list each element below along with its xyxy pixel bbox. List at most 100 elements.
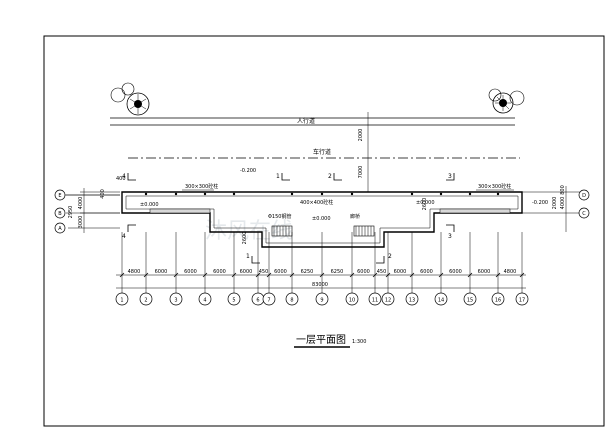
bottom-dim-1: 4800 xyxy=(128,269,141,275)
axis-bubble-3: 3 xyxy=(169,292,183,306)
right-dim-800: 800 xyxy=(560,185,566,195)
svg-text:16: 16 xyxy=(495,298,501,304)
bottom-dim-12: 6000 xyxy=(394,269,407,275)
svg-text:15: 15 xyxy=(467,298,473,304)
axis-letter-D: D xyxy=(582,193,586,199)
elevation-mid: ±0.000 xyxy=(312,216,331,222)
column-note-right: 300×300砼柱 xyxy=(478,183,511,190)
svg-text:1: 1 xyxy=(120,298,123,304)
bottom-dim-6: 450 xyxy=(259,269,269,275)
section-mark-4-bottom: 4 xyxy=(122,233,126,240)
axis-bubbles-left: E B A xyxy=(54,189,120,234)
bottom-dim-7: 6000 xyxy=(274,269,287,275)
drawing-title: 一层平面图 xyxy=(296,334,346,346)
bottom-dim-15: 6000 xyxy=(478,269,491,275)
svg-text:14: 14 xyxy=(438,298,444,304)
vertical-dim-7000: 7000 xyxy=(358,166,364,179)
bottom-dim-10: 6000 xyxy=(357,269,370,275)
column-note-left: 300×300砼柱 xyxy=(185,183,218,190)
svg-text:11: 11 xyxy=(372,298,378,304)
section-mark-2-top: 2 xyxy=(328,173,332,180)
svg-text:4: 4 xyxy=(203,298,206,304)
axis-bubble-9: 9 xyxy=(315,292,329,306)
right-dimension-chain: 800 4000 2000 D C xyxy=(522,185,590,232)
road-label: 人行道 xyxy=(297,117,315,125)
axis-bubble-2: 2 xyxy=(139,292,153,306)
svg-text:2: 2 xyxy=(144,298,147,304)
svg-text:8: 8 xyxy=(290,298,293,304)
svg-text:10: 10 xyxy=(349,298,355,304)
stair-note: 廊桥 xyxy=(350,213,360,220)
svg-text:3: 3 xyxy=(174,298,177,304)
elevation-right: ±0.000 xyxy=(416,200,435,206)
axis-bubble-5: 5 xyxy=(227,292,241,306)
tree-symbol-left xyxy=(110,82,150,116)
svg-text:17: 17 xyxy=(519,298,525,304)
dim-2600-left: 2600 xyxy=(242,232,248,245)
tree-symbol-right xyxy=(488,88,525,114)
section-mark-1-top: 1 xyxy=(276,173,280,180)
axis-bubble-6: 6 xyxy=(251,292,265,306)
axis-bubble-7: 7 xyxy=(262,292,276,306)
elevation-top-left: -0.200 xyxy=(240,168,256,174)
column-note-mid: 400×400砼柱 xyxy=(300,199,333,206)
right-dim-4000: 4000 xyxy=(560,197,566,210)
axis-bubble-13: 13 xyxy=(405,292,419,306)
pipe-note: Φ150钢管 xyxy=(268,213,291,220)
section-mark-4-top: 4 xyxy=(122,173,126,180)
axis-bubble-11: 11 xyxy=(368,292,382,306)
left-dim-2950: 2950 xyxy=(68,206,74,219)
svg-text:5: 5 xyxy=(232,298,235,304)
axis-bubble-12: 12 xyxy=(381,292,395,306)
svg-text:9: 9 xyxy=(320,298,323,304)
bottom-dim-13: 6000 xyxy=(420,269,433,275)
drawing-scale: 1:300 xyxy=(352,339,366,345)
left-dim-3000: 3000 xyxy=(78,216,84,229)
section-mark-2-bottom: 2 xyxy=(388,253,392,260)
axis-bubble-8: 8 xyxy=(285,292,299,306)
left-dim-400: 400 xyxy=(100,189,106,199)
axis-letter-E: E xyxy=(58,193,61,199)
svg-text:13: 13 xyxy=(409,298,415,304)
axis-bubble-17: 17 xyxy=(515,292,529,306)
axis-bubble-14: 14 xyxy=(434,292,448,306)
lane-label: 车行道 xyxy=(313,148,331,156)
left-dim-4000: 4000 xyxy=(78,197,84,210)
bottom-dim-2: 6000 xyxy=(155,269,168,275)
bottom-dim-8: 6250 xyxy=(301,269,314,275)
axis-bubble-16: 16 xyxy=(491,292,505,306)
axis-bubble-1: 1 xyxy=(115,292,129,306)
axis-letter-A: A xyxy=(58,226,62,232)
left-dimension-chain: 400 4000 3000 2950 400 xyxy=(64,176,126,233)
axis-bubble-10: 10 xyxy=(345,292,359,306)
axis-letter-C: C xyxy=(582,211,586,217)
section-marks: 4 4 1 1 2 2 3 3 xyxy=(122,173,455,264)
bottom-dim-5: 6000 xyxy=(240,269,253,275)
bottom-dim-11: 450 xyxy=(377,269,387,275)
elevation-top-right: -0.200 xyxy=(532,200,548,206)
axis-letter-B: B xyxy=(58,211,62,217)
svg-text:12: 12 xyxy=(385,298,391,304)
svg-text:6: 6 xyxy=(256,298,259,304)
bottom-dimension-texts: 4800 6000 6000 6000 6000 450 6000 6250 6250 6000 4… xyxy=(128,269,517,275)
dim-2600-right: 2600 xyxy=(422,198,428,211)
svg-text:7: 7 xyxy=(267,298,270,304)
bottom-dim-3: 6000 xyxy=(184,269,197,275)
total-dimension: 83000 xyxy=(312,282,328,288)
bottom-dim-16: 4800 xyxy=(504,269,517,275)
axis-bubble-4: 4 xyxy=(198,292,212,306)
section-mark-3-bottom: 3 xyxy=(448,233,452,240)
bottom-dim-9: 6250 xyxy=(331,269,344,275)
left-dim-top: 400 xyxy=(116,176,126,182)
axis-bubble-15: 15 xyxy=(463,292,477,306)
section-mark-1-bottom: 1 xyxy=(246,253,250,260)
bottom-dim-14: 6000 xyxy=(449,269,462,275)
drawing-frame xyxy=(43,35,605,427)
elevation-left: ±0.000 xyxy=(140,202,159,208)
section-mark-3-top: 3 xyxy=(448,173,452,180)
bottom-dim-4: 6000 xyxy=(213,269,226,275)
vertical-dim-2000: 2000 xyxy=(358,129,364,142)
right-dim-2000: 2000 xyxy=(552,197,558,210)
